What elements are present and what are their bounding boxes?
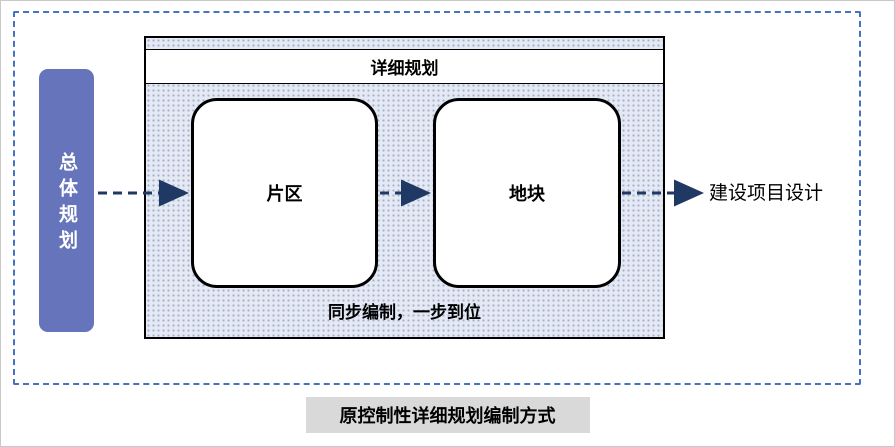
node-plot-label: 地块 bbox=[509, 184, 545, 204]
node-area-box: 片区 bbox=[191, 98, 378, 288]
detailed-planning-box: 详细规划 片区 地块 同步编制，一步到位 bbox=[144, 36, 665, 339]
detailed-planning-title: 详细规划 bbox=[370, 59, 439, 78]
sync-note: 同步编制，一步到位 bbox=[328, 303, 481, 322]
outer-dashed-frame bbox=[13, 11, 861, 385]
construction-design-label: 建设项目设计 bbox=[709, 183, 824, 204]
node-plot-box: 地块 bbox=[433, 98, 621, 288]
node-area-label: 片区 bbox=[266, 184, 303, 204]
detailed-planning-header: 详细规划 bbox=[146, 49, 663, 84]
overall-planning-box: 总体规划 bbox=[39, 69, 94, 332]
diagram-caption: 原控制性详细规划编制方式 bbox=[305, 397, 590, 433]
overall-planning-label: 总体规划 bbox=[56, 152, 77, 256]
